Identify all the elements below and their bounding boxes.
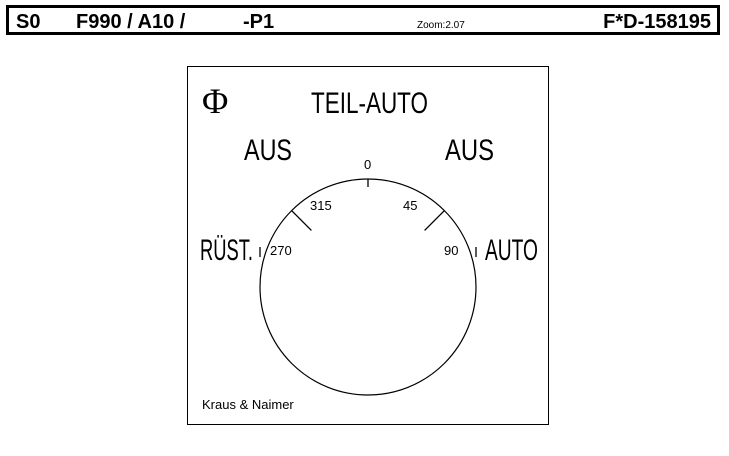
drawing-id: F*D-158195 [603, 11, 711, 33]
tick-45 [424, 210, 445, 231]
label-teil-auto: TEIL-AUTO [311, 87, 428, 120]
zoom-level: Zoom:2.07 [417, 20, 465, 31]
angle-315: 315 [310, 198, 332, 213]
header-code: F990 / A10 / [76, 11, 186, 33]
switch-diagram: Φ TEIL-AUTO AUS AUS RÜST. AUTO 0 45 315 … [200, 81, 538, 396]
angle-0: 0 [364, 157, 371, 172]
header-s0: S0 [16, 11, 41, 33]
tick-315 [291, 210, 312, 231]
label-ruest: RÜST. [200, 234, 253, 267]
manufacturer-label: Kraus & Naimer [202, 397, 294, 412]
label-aus-left: AUS [244, 134, 292, 167]
label-auto: AUTO [485, 234, 538, 267]
angle-90: 90 [444, 243, 458, 258]
header-p1: -P1 [243, 11, 275, 33]
phi-symbol-icon: Φ [202, 81, 228, 121]
angle-45: 45 [403, 198, 417, 213]
switch-plate: Φ TEIL-AUTO AUS AUS RÜST. AUTO 0 45 315 … [187, 66, 549, 425]
label-aus-right: AUS [445, 134, 494, 167]
header-bar: S0 F990 / A10 / -P1 Zoom:2.07 F*D-158195 [6, 5, 720, 35]
angle-270: 270 [270, 243, 292, 258]
